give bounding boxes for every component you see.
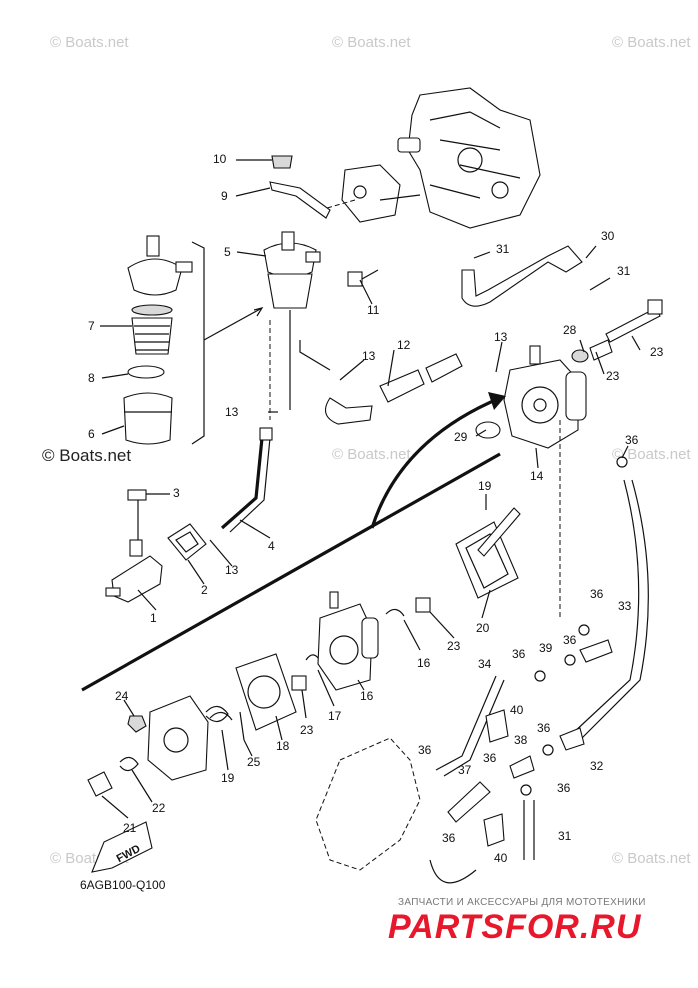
fuel-joint-1 xyxy=(105,489,207,603)
watermark: © Boats.net xyxy=(332,34,411,51)
callout-13: 13 xyxy=(225,563,239,577)
callout-14: 14 xyxy=(530,469,544,483)
leader-lines xyxy=(100,159,641,819)
drawing-code: 6AGB100-Q100 xyxy=(80,878,166,892)
callout-36: 36 xyxy=(625,433,639,447)
callout-12: 12 xyxy=(397,338,411,352)
shop-logo[interactable]: PARTSFOR.RU xyxy=(388,908,642,946)
callout-16: 17 xyxy=(328,709,342,723)
fuel-filter-exploded xyxy=(123,235,264,445)
fuel-pump-14 xyxy=(475,299,663,449)
callout-1: 1 xyxy=(150,611,157,625)
carburetor-assembly xyxy=(319,87,541,229)
callout-25: 25 xyxy=(247,755,261,769)
callout-36: 36 xyxy=(537,721,551,735)
callout-17: 18 xyxy=(276,739,290,753)
callout-33: 32 xyxy=(590,759,604,773)
pump-housing-lower xyxy=(87,507,521,797)
callout-35: 34 xyxy=(478,657,492,671)
callout-7: 7 xyxy=(88,319,95,333)
hose-12 xyxy=(299,340,463,425)
callout-4: 4 xyxy=(268,539,275,553)
watermark: © Boats.net xyxy=(612,34,691,51)
fuel-filter-assembly xyxy=(263,155,379,420)
callout-10: 10 xyxy=(213,152,227,166)
callout-9: 9 xyxy=(221,189,228,203)
callout-19: 21 xyxy=(123,821,137,835)
hose-30 xyxy=(461,245,583,307)
callout-36: 36 xyxy=(557,781,571,795)
callout-37: 37 xyxy=(458,763,472,777)
lower-hoses xyxy=(429,420,649,884)
callout-40: 40 xyxy=(494,851,508,865)
callout-23: 23 xyxy=(447,639,461,653)
callout-13: 13 xyxy=(225,405,239,419)
copyright-label: © Boats.net xyxy=(42,446,132,465)
callout-27: 23 xyxy=(606,369,620,383)
callout-38: 38 xyxy=(514,733,528,747)
callout-36: 36 xyxy=(418,743,432,757)
fwd-arrow-icon xyxy=(91,821,153,873)
callout-18: 19 xyxy=(221,771,235,785)
callout-36: 36 xyxy=(483,751,497,765)
watermark: © Boats.net xyxy=(612,446,691,463)
callout-31: 31 xyxy=(496,242,510,256)
callout-6: 6 xyxy=(88,427,95,441)
callout-2: 2 xyxy=(201,583,208,597)
watermark: © Boats.net xyxy=(612,850,691,867)
callout-26: 23 xyxy=(650,345,664,359)
callout-3: 3 xyxy=(173,486,180,500)
callout-23: 23 xyxy=(300,723,314,737)
section-divider xyxy=(81,452,501,692)
watermark: © Boats.net xyxy=(332,446,411,463)
callout-13: 13 xyxy=(494,330,508,344)
engine-block-outline xyxy=(315,737,421,871)
callout-39: 39 xyxy=(539,641,553,655)
callout-36: 36 xyxy=(590,587,604,601)
callout-30: 30 xyxy=(601,229,615,243)
callout-24: 24 xyxy=(115,689,129,703)
watermark: © Boats.net xyxy=(50,34,129,51)
callout-11: 11 xyxy=(367,303,380,317)
callout-36: 36 xyxy=(563,633,577,647)
callout-21: 19 xyxy=(478,479,492,493)
callout-36: 36 xyxy=(512,647,526,661)
callout-31: 31 xyxy=(617,264,631,278)
callout-20: 22 xyxy=(152,801,166,815)
callout-13: 13 xyxy=(362,349,376,363)
callout-22: 20 xyxy=(476,621,490,635)
callout-5: 5 xyxy=(224,245,231,259)
shop-subtitle: ЗАПЧАСТИ И АКСЕССУАРЫ ДЛЯ МОТОТЕХНИКИ xyxy=(398,897,646,908)
callout-15: 16 xyxy=(360,689,374,703)
callout-16: 16 xyxy=(417,656,431,670)
callout-8: 8 xyxy=(88,371,95,385)
big-arrow xyxy=(370,392,506,529)
callout-40: 40 xyxy=(510,703,524,717)
hose-4 xyxy=(220,427,273,533)
callout-32: 31 xyxy=(558,829,572,843)
callout-34: 33 xyxy=(618,599,632,613)
callout-36: 36 xyxy=(442,831,456,845)
callout-29: 29 xyxy=(454,430,468,444)
callout-28: 28 xyxy=(563,323,577,337)
